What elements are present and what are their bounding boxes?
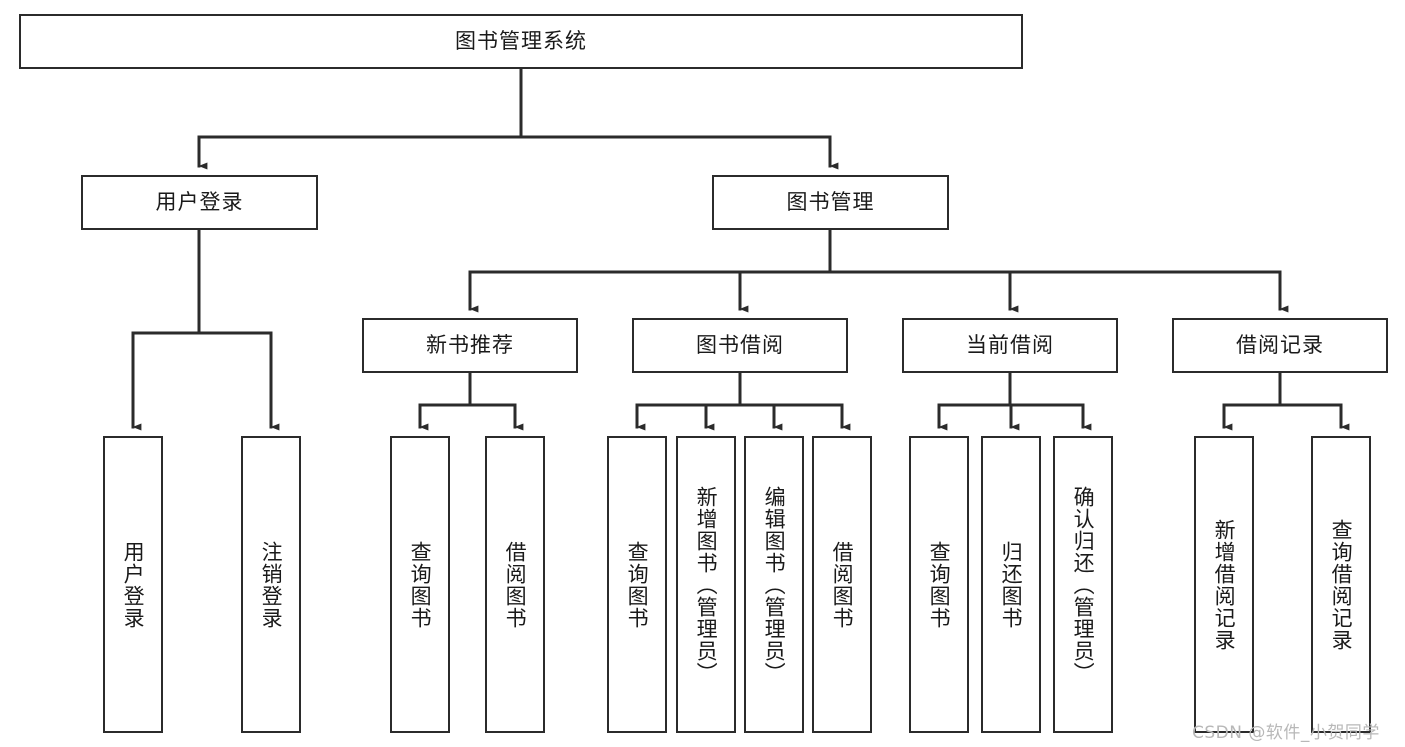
node-leaf-borrow-book-2-label: 借阅图书 (830, 540, 855, 629)
node-book-borrow[interactable]: 图书借阅 (632, 318, 848, 373)
connectors-bookmgmt-to-level3 (468, 228, 1289, 313)
node-leaf-add-record-label: 新增借阅记录 (1212, 518, 1237, 651)
connectors-root-to-level2 (197, 67, 839, 170)
node-leaf-add-book-label: 新增图书（管理员） (694, 485, 719, 684)
node-current-borrow[interactable]: 当前借阅 (902, 318, 1118, 373)
node-leaf-add-book[interactable]: 新增图书（管理员） (676, 436, 736, 733)
node-leaf-borrow-book-2[interactable]: 借阅图书 (812, 436, 872, 733)
node-leaf-query-book-1-label: 查询图书 (408, 540, 433, 629)
node-book-borrow-label: 图书借阅 (696, 333, 784, 357)
node-user-login-label: 用户登录 (155, 190, 244, 214)
node-root-label: 图书管理系统 (455, 29, 587, 53)
csdn-watermark: CSDN @软件_小贺同学 (1192, 723, 1380, 743)
node-current-borrow-label: 当前借阅 (966, 333, 1054, 357)
node-leaf-borrow-book-1-label: 借阅图书 (503, 540, 528, 629)
node-book-management[interactable]: 图书管理 (712, 175, 949, 230)
node-leaf-add-record[interactable]: 新增借阅记录 (1194, 436, 1254, 733)
node-leaf-query-book-2[interactable]: 查询图书 (607, 436, 667, 733)
connectors-borrowrecord-to-leaves (1222, 371, 1350, 431)
node-leaf-user-logout[interactable]: 注销登录 (241, 436, 301, 733)
node-leaf-query-record[interactable]: 查询借阅记录 (1311, 436, 1371, 733)
node-leaf-user-login[interactable]: 用户登录 (103, 436, 163, 733)
node-leaf-edit-book[interactable]: 编辑图书（管理员） (744, 436, 804, 733)
connectors-userlogin-to-leaves (131, 228, 280, 431)
node-borrow-record-label: 借阅记录 (1236, 333, 1324, 357)
node-leaf-confirm-return-label: 确认归还（管理员） (1071, 485, 1096, 684)
connectors-currentborrow-to-leaves (937, 371, 1092, 431)
node-leaf-query-book-3[interactable]: 查询图书 (909, 436, 969, 733)
connectors-bookborrow-to-leaves (635, 371, 851, 431)
node-leaf-confirm-return[interactable]: 确认归还（管理员） (1053, 436, 1113, 733)
connectors-newbook-to-leaves (418, 371, 524, 431)
node-new-book-recommend-label: 新书推荐 (426, 333, 514, 357)
node-leaf-return-book-label: 归还图书 (999, 540, 1024, 629)
node-leaf-query-book-3-label: 查询图书 (927, 540, 952, 629)
node-leaf-query-book-1[interactable]: 查询图书 (390, 436, 450, 733)
node-book-management-label: 图书管理 (786, 190, 875, 214)
node-leaf-query-record-label: 查询借阅记录 (1329, 518, 1354, 651)
node-user-login[interactable]: 用户登录 (81, 175, 318, 230)
node-borrow-record[interactable]: 借阅记录 (1172, 318, 1388, 373)
node-root[interactable]: 图书管理系统 (19, 14, 1023, 69)
node-leaf-query-book-2-label: 查询图书 (625, 540, 650, 629)
node-new-book-recommend[interactable]: 新书推荐 (362, 318, 578, 373)
node-leaf-return-book[interactable]: 归还图书 (981, 436, 1041, 733)
node-leaf-borrow-book-1[interactable]: 借阅图书 (485, 436, 545, 733)
node-leaf-user-login-label: 用户登录 (121, 540, 146, 629)
node-leaf-user-logout-label: 注销登录 (259, 540, 284, 629)
node-leaf-edit-book-label: 编辑图书（管理员） (762, 485, 787, 684)
